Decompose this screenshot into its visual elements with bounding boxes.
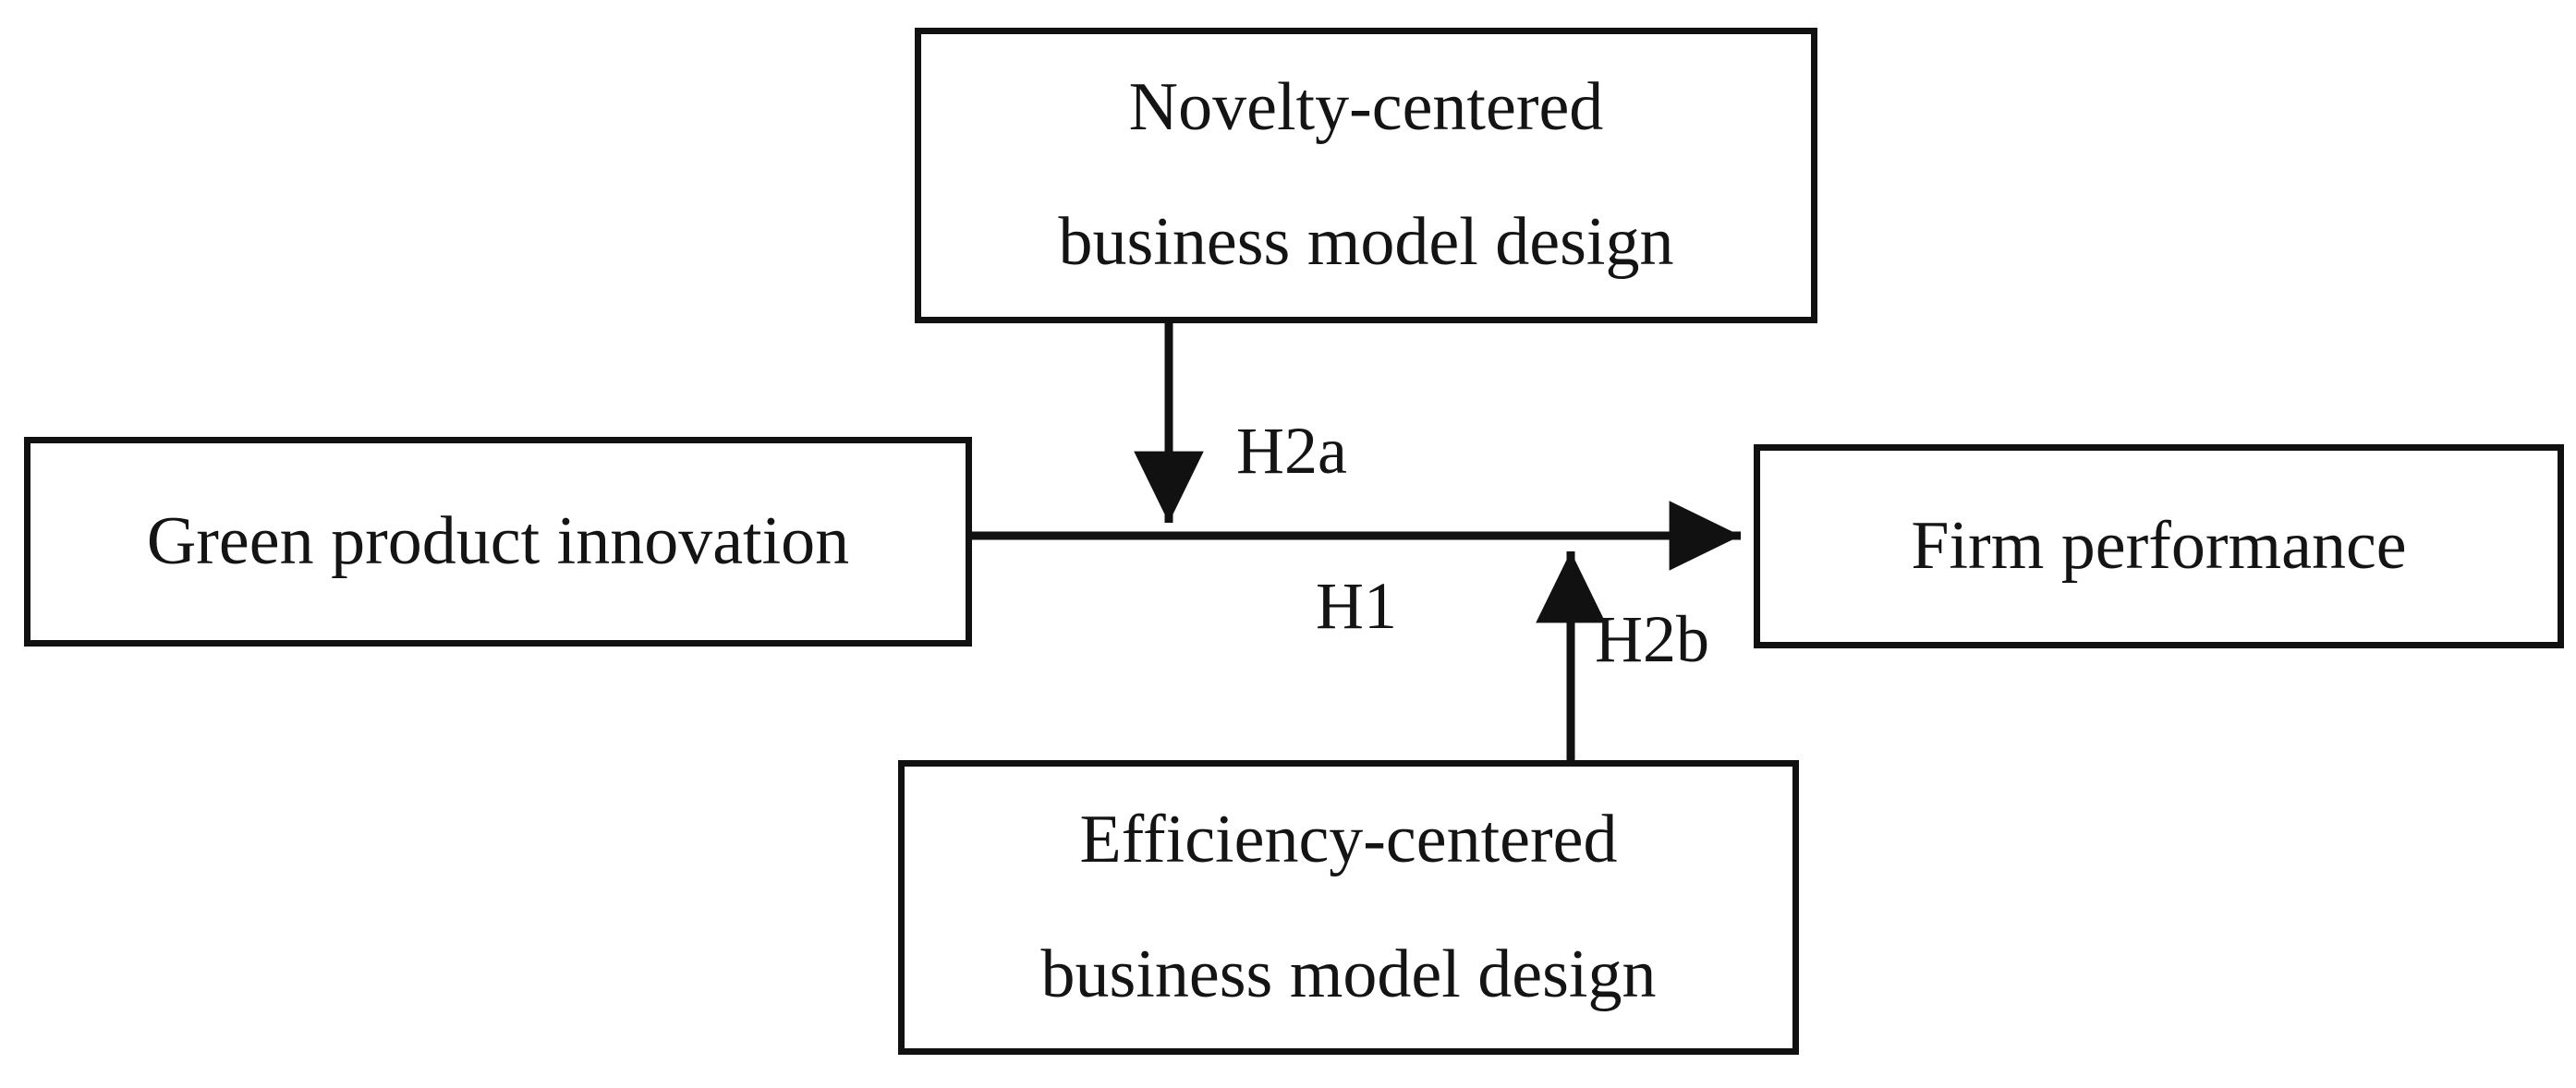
node-efficiency-line-2: business model design bbox=[1040, 936, 1657, 1012]
node-green-product-innovation: Green product innovation bbox=[24, 437, 972, 647]
edge-label-h2b: H2b bbox=[1595, 602, 1709, 676]
node-firm-performance: Firm performance bbox=[1754, 444, 2564, 648]
node-efficiency-line-1: Efficiency-centered bbox=[1079, 801, 1618, 877]
node-novelty-centered-business-model-design: Novelty-centered business model design bbox=[915, 28, 1817, 323]
node-efficiency-centered-business-model-design: Efficiency-centered business model desig… bbox=[898, 760, 1799, 1055]
edge-label-h1: H1 bbox=[1316, 569, 1397, 643]
node-novelty-line-1: Novelty-centered bbox=[1128, 69, 1604, 146]
edge-label-h2a: H2a bbox=[1236, 414, 1347, 488]
node-green-line-1: Green product innovation bbox=[146, 502, 850, 579]
node-novelty-line-2: business model design bbox=[1058, 204, 1674, 280]
node-firm-line-1: Firm performance bbox=[1911, 507, 2407, 584]
